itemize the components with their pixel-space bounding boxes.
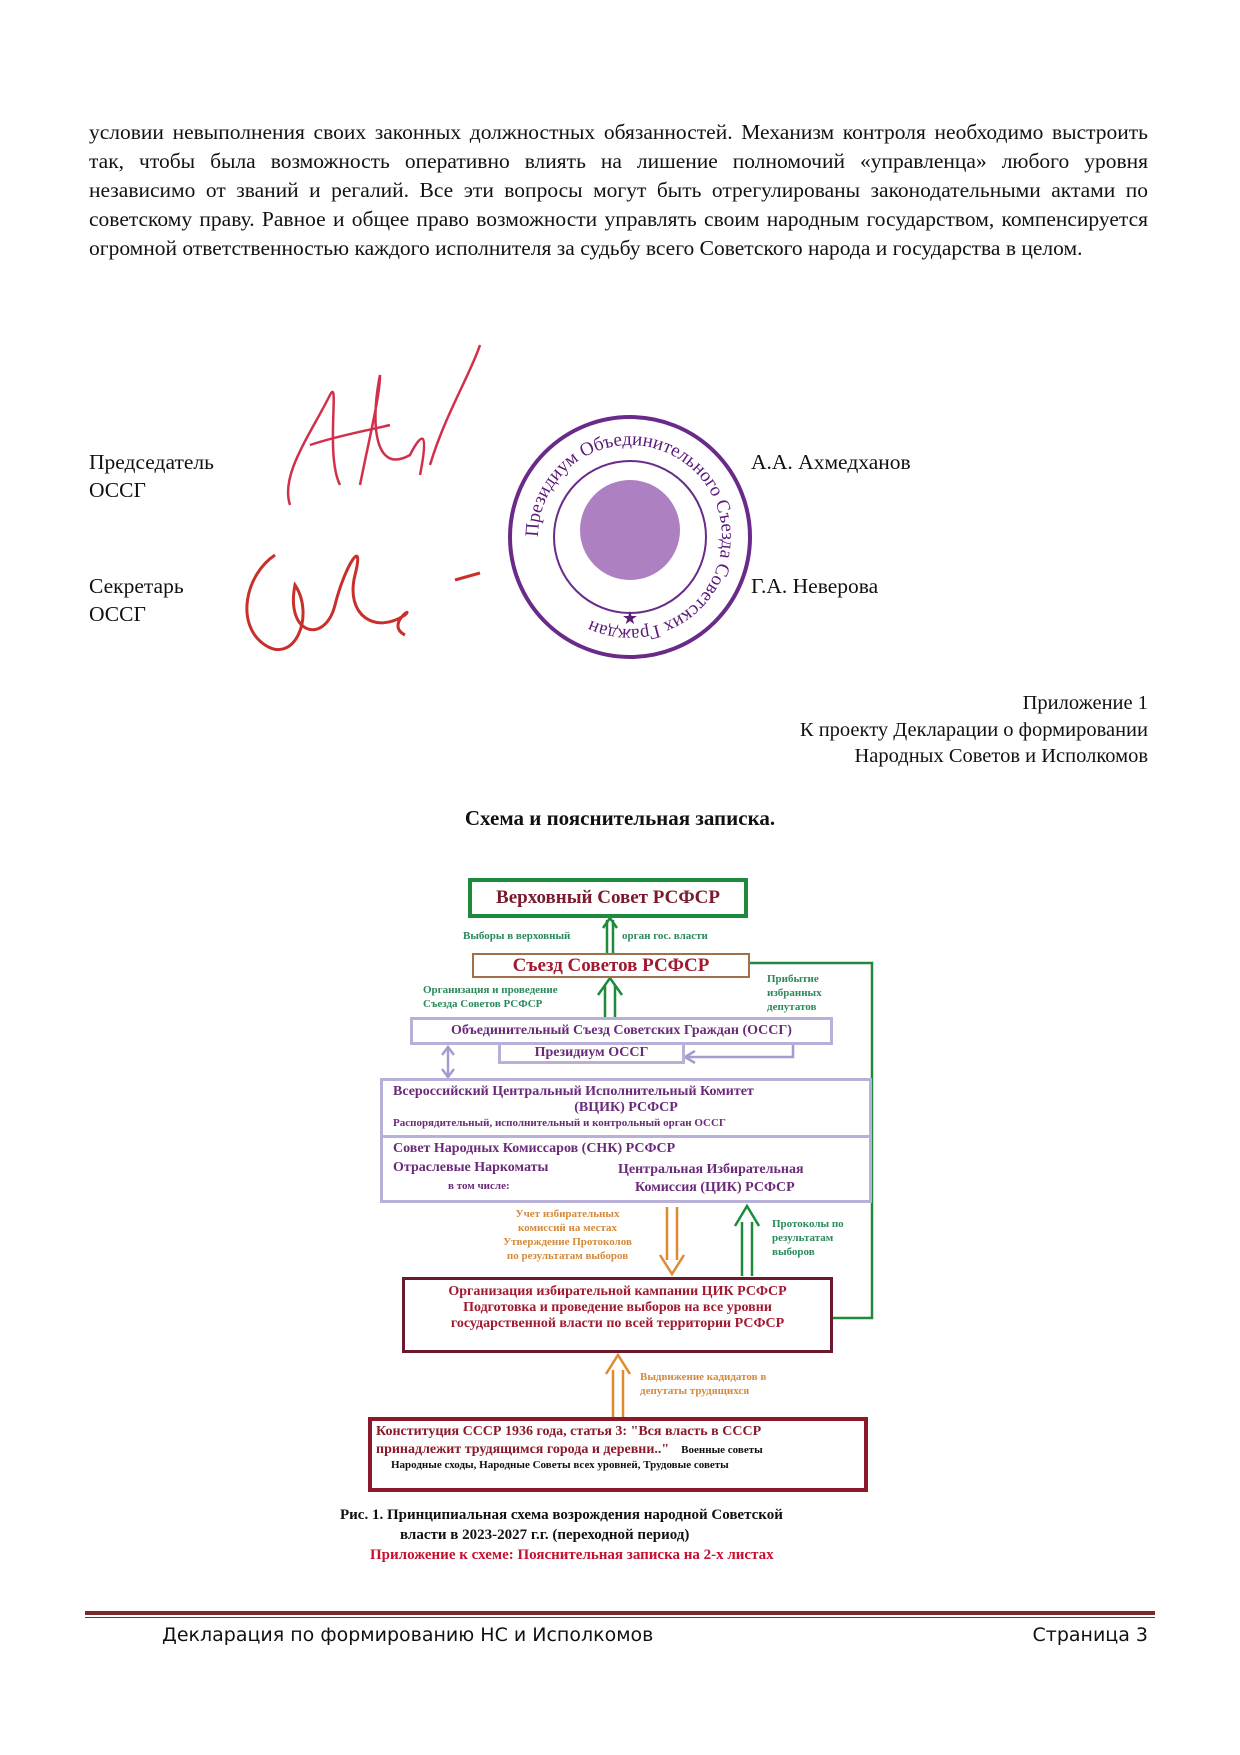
presidium-box: Президиум ОССГ xyxy=(498,1045,685,1064)
ossg-box: Объединительный Съезд Советских Граждан … xyxy=(410,1017,833,1045)
appendix-line: Народных Советов и Исполкомов xyxy=(854,745,1148,767)
stamp: Президиум Объединительного Съезда Советс… xyxy=(508,415,752,659)
footer-divider-thin xyxy=(85,1617,1155,1618)
secretary-role: Секретарь ОССГ xyxy=(89,572,184,628)
section-title: Схема и пояснительная записка. xyxy=(464,806,776,830)
chairman-signature xyxy=(286,344,482,506)
constitution-box: Конституция СССР 1936 года, статья 3: "В… xyxy=(368,1417,868,1492)
congress-box: Съезд Советов РСФСР xyxy=(472,953,750,978)
chairman-role-line: Председатель xyxy=(89,450,214,474)
appendix-line: Приложение 1 xyxy=(1022,692,1148,714)
chairman-role: Председатель ОССГ xyxy=(89,448,214,504)
supreme-council-box: Верховный Совет РСФСР xyxy=(468,878,748,918)
snk-box: Совет Народных Комиссаров (СНК) РСФСР От… xyxy=(380,1135,872,1203)
campaign-box: Организация избирательной кампании ЦИК Р… xyxy=(402,1277,833,1353)
body-paragraph: условии невыполнения своих законных долж… xyxy=(89,120,1148,260)
star-icon: ★ xyxy=(622,608,638,628)
secretary-role-line: Секретарь xyxy=(89,574,184,598)
footer-title: Декларация по формированию НС и Исполком… xyxy=(162,1624,654,1646)
secretary-signature xyxy=(245,553,481,652)
secretary-name: Г.А. Неверова xyxy=(751,574,879,598)
elections-label-right: орган гос. власти xyxy=(622,930,708,942)
footer-divider xyxy=(85,1611,1155,1615)
secretary-role-line: ОССГ xyxy=(89,602,146,626)
elections-label-left: Выборы в верховный xyxy=(463,930,571,942)
appendix-line: К проекту Декларации о формировании xyxy=(799,718,1148,741)
figure-caption: Рис. 1. Принципиальная схема возрождения… xyxy=(340,1507,783,1563)
vcik-box: Всероссийский Центральный Исполнительный… xyxy=(380,1078,872,1138)
appendix-note: Приложение 1 К проекту Декларации о форм… xyxy=(800,690,1148,770)
chairman-name: А.А. Ахмедханов xyxy=(751,450,911,474)
page-number: Страница 3 xyxy=(1032,1624,1148,1646)
chairman-role-line: ОССГ xyxy=(89,478,146,502)
